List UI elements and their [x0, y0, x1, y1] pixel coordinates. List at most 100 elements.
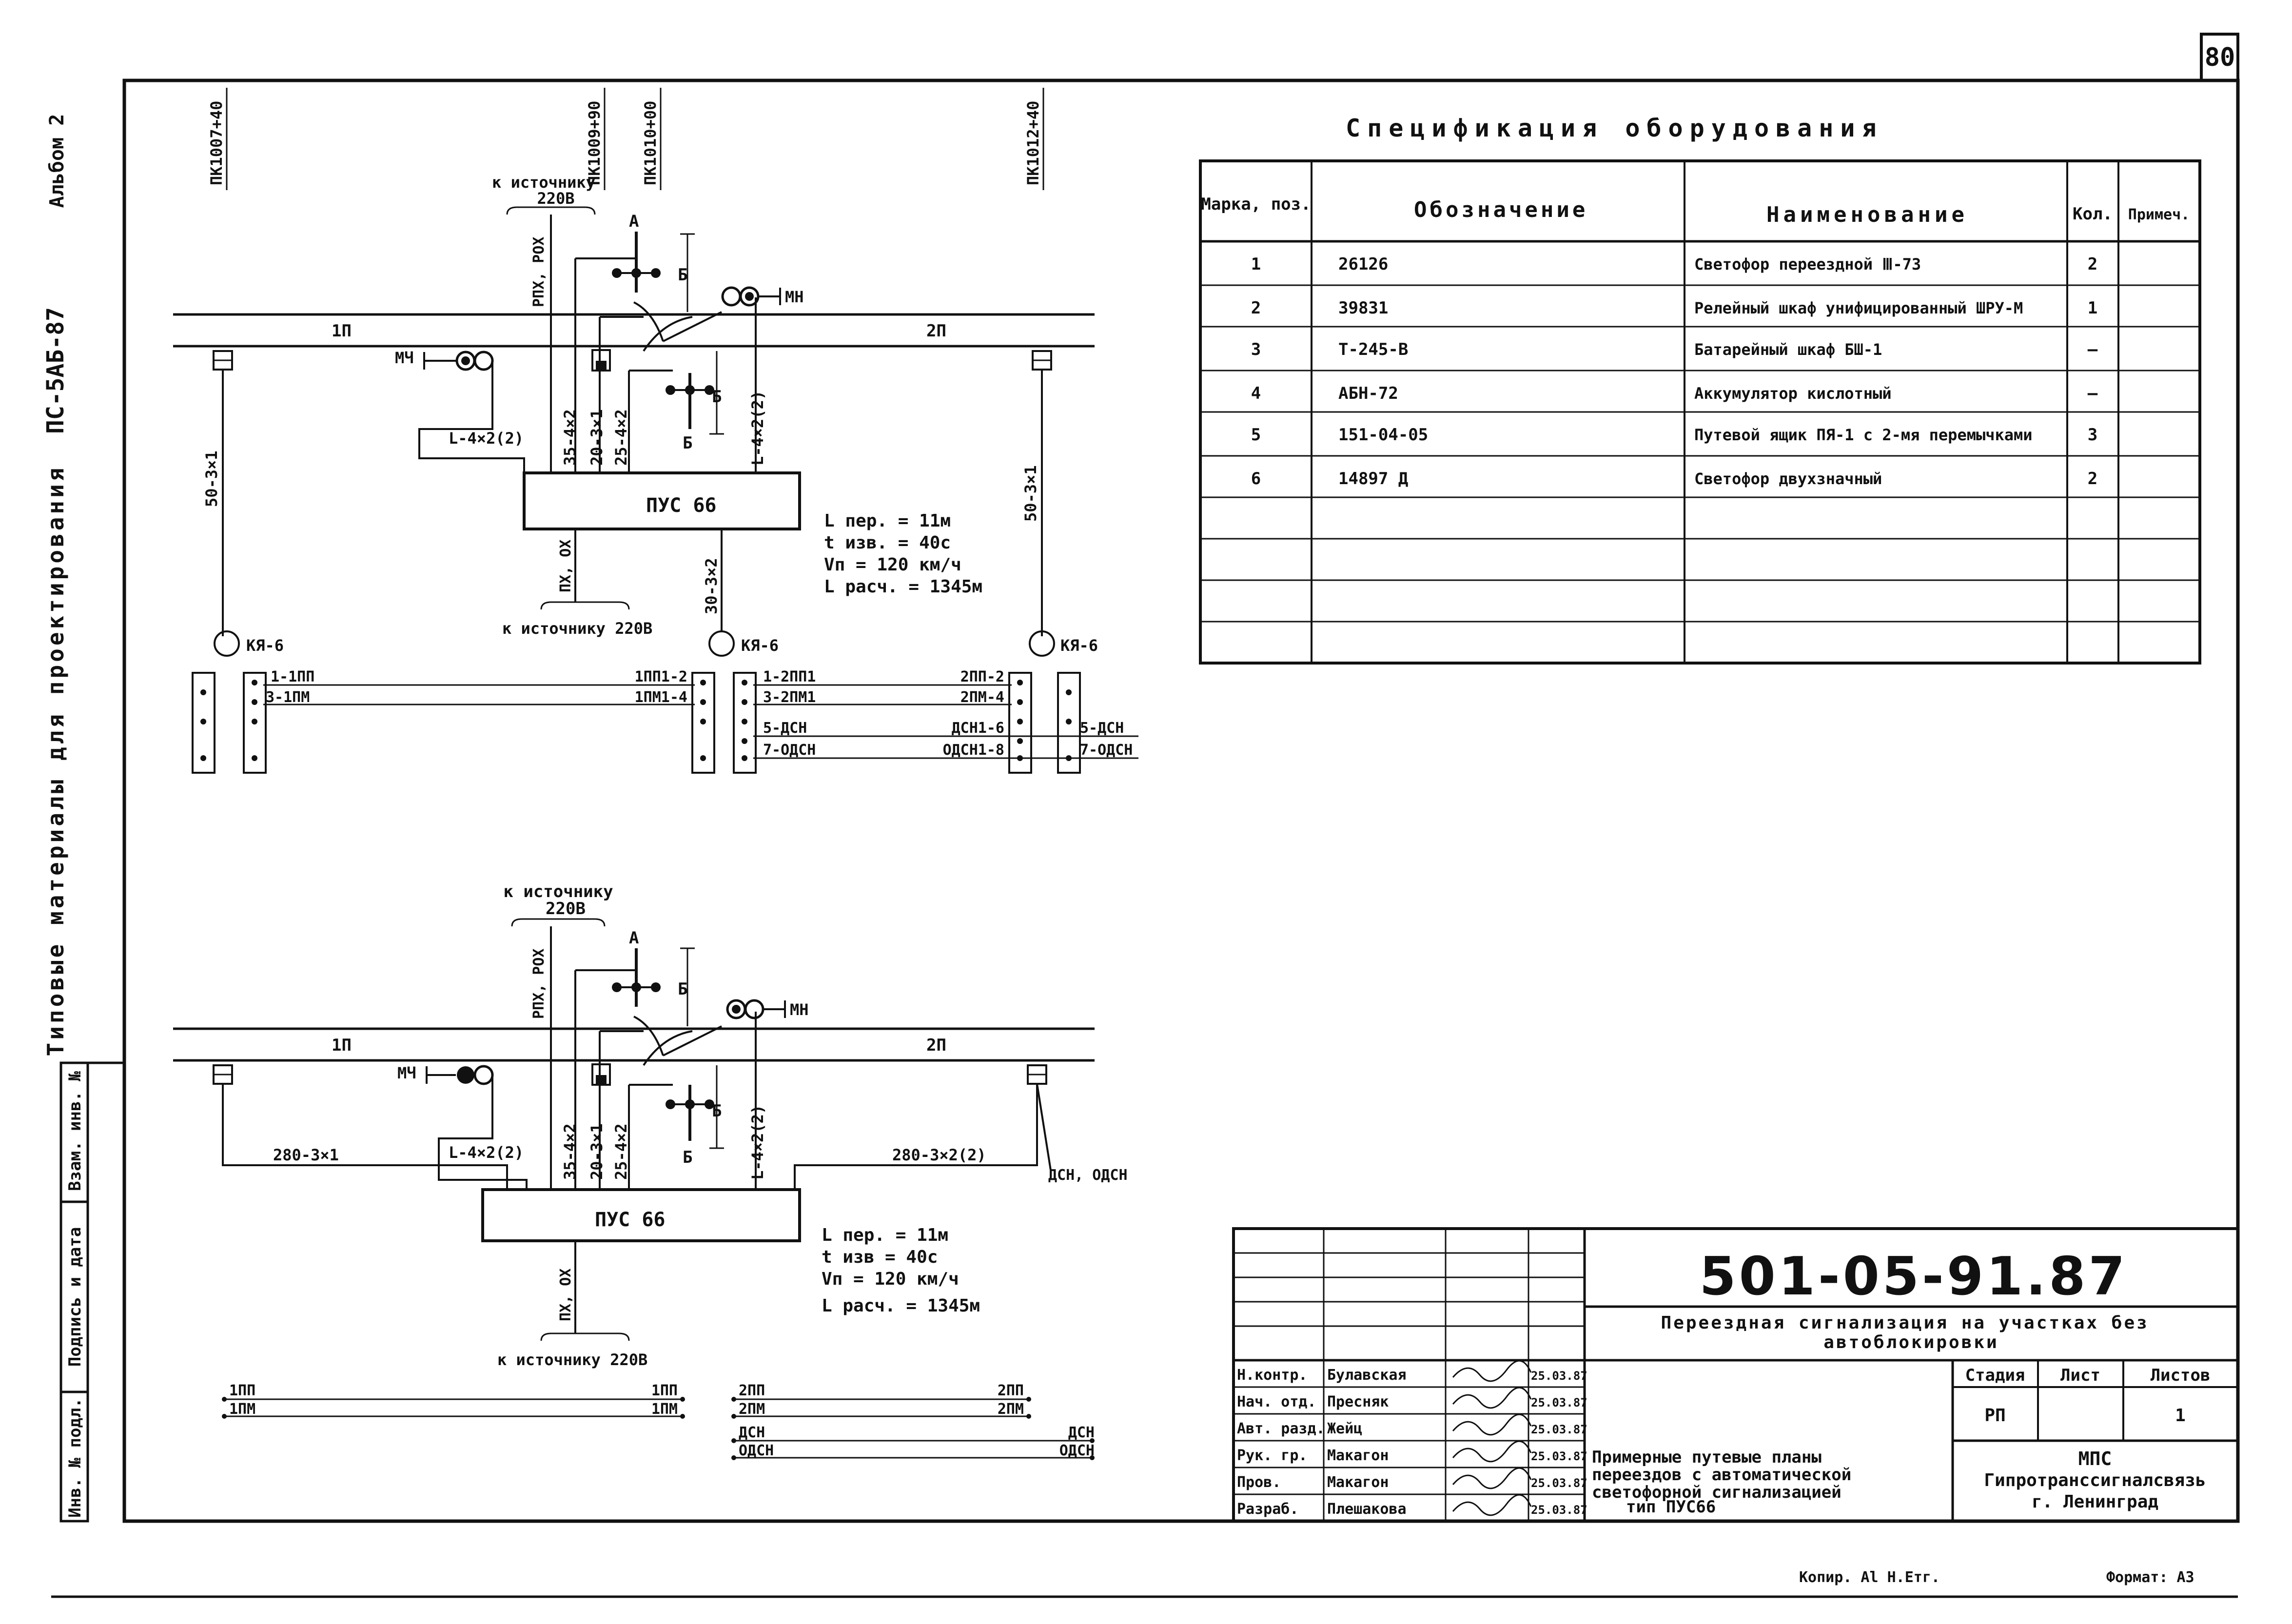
cable-pu-2: ПХ, ОХ [557, 1269, 574, 1321]
sign-date: 25.03.87 [1531, 1369, 1587, 1383]
picket-1009: ПК1009+90 [585, 101, 604, 185]
sign-name: Макагон [1327, 1474, 1389, 1491]
kya-left: КЯ-6 [246, 636, 284, 655]
sign-role: Разраб. [1237, 1501, 1298, 1518]
side-stamp-sign: Подпись и дата [65, 1227, 85, 1367]
cable-35-2: 35-4×2 [561, 1123, 579, 1180]
sign-name: Пресняк [1327, 1393, 1389, 1410]
signal-mch-label: МЧ [395, 349, 414, 367]
diagram-2: к источнику 220В 1П 2П 280-3×1 280-3×2(2… [173, 882, 1128, 1460]
cable-20-1: 20-3×1 [588, 409, 606, 466]
wire-l-0-right: 1ПП [651, 1382, 678, 1399]
org-1: МПС [2078, 1448, 2112, 1469]
side-title: Типовые материалы для проектирования [42, 465, 69, 1057]
sheets-label: Листов [2151, 1366, 2211, 1385]
source-top-voltage: 220В [537, 189, 574, 208]
spec-header-designation: Обозначение [1414, 197, 1588, 222]
term-l-0: 1-1ПП [271, 668, 314, 685]
cable-left-feed-2: L-4×2(2) [449, 1143, 524, 1162]
cable-25-1: 25-4×2 [612, 409, 630, 466]
picket-1010: ПК1010+00 [641, 101, 660, 185]
source-top-voltage-2: 220В [546, 899, 586, 919]
pus-label-2: ПУС 66 [595, 1209, 666, 1231]
pus-cabinet-2 [481, 1188, 801, 1242]
stage-label: Стадия [1965, 1366, 2025, 1385]
sheet-label: Лист [2060, 1366, 2100, 1385]
spec-name: Путевой ящик ПЯ-1 с 2-мя перемычками [1694, 426, 2033, 444]
source-bottom-label-2: к источнику 220В [497, 1350, 647, 1369]
signature-scribble [1452, 1494, 1532, 1516]
spec-header-note: Примеч. [2128, 206, 2190, 223]
source-top-label: к источнику [492, 173, 595, 192]
track-1p: 1П [332, 321, 352, 341]
cable-right-feed-2: L-4×2(2) [748, 1105, 767, 1180]
wire-l-1-right: 1ПМ [651, 1401, 678, 1418]
format-note: Формат: А3 [2106, 1569, 2194, 1586]
series-label: ПС-5АБ-87 [42, 307, 69, 434]
signature-scribble [1452, 1440, 1532, 1463]
signature-scribble [1452, 1413, 1532, 1436]
title-block [1232, 1227, 2239, 1523]
sign-role: Авт. разд. [1237, 1420, 1325, 1437]
sign-date: 25.03.87 [1531, 1423, 1587, 1436]
cable-right-horizontal-2: 280-3×2(2) [892, 1146, 986, 1164]
page-number: 80 [2205, 43, 2235, 72]
cable-rpu-2: РПХ, РОХ [530, 949, 548, 1019]
sheet-frame [51, 33, 2240, 1598]
barrier-b-label-1: Б [678, 265, 687, 285]
source-top-label-2: к источнику [503, 882, 613, 901]
copy-note: Копир. Al Н.Етг. [1799, 1569, 1940, 1586]
sign-role: Нач. отд. [1237, 1393, 1316, 1410]
sign-role: Пров. [1237, 1474, 1281, 1491]
signal-mch-label-2: МЧ [397, 1064, 416, 1082]
barrier-b-label-3: Б [683, 433, 692, 453]
spec-pos: 4 [1251, 384, 1261, 403]
cable-dsn-2: ДСН, ОДСН [1048, 1167, 1128, 1184]
side-titles: Альбом 2 ПС-5АБ-87 Типовые материалы для… [42, 114, 69, 1057]
wire-r-3-left: ОДСН [739, 1442, 774, 1459]
sheets-value: 1 [2175, 1406, 2186, 1426]
term-f-1: 7-ОДСН [1080, 742, 1133, 759]
spec-header-mark: Марка, поз. [1201, 195, 1311, 214]
term-ml-0: 1ПП1-2 [635, 668, 687, 685]
spec-qty: 3 [2088, 425, 2097, 445]
barrier-b-label-2b: Б [712, 1101, 722, 1121]
cable-pu-1: ПХ, ОХ [557, 540, 574, 592]
term-mr-3: 7-ОДСН [763, 742, 816, 759]
term-r-3: ОДСН1-8 [943, 742, 1004, 759]
param-1-2: Vп = 120 км/ч [824, 555, 961, 575]
term-r-2: ДСН1-6 [952, 720, 1004, 737]
sign-name: Макагон [1327, 1447, 1389, 1464]
term-f-0: 5-ДСН [1080, 720, 1124, 737]
term-r-0: 2ПП-2 [960, 668, 1004, 685]
spec-header-qty: Кол. [2073, 204, 2113, 224]
picket-1012: ПК1012+40 [1024, 101, 1042, 185]
sign-name: Булавская [1327, 1367, 1407, 1384]
spec-qty: 2 [2088, 254, 2097, 274]
drawing-title: Примерные путевые планы переездов с авто… [1592, 1448, 1861, 1517]
sign-date: 25.03.87 [1531, 1449, 1587, 1463]
param-2-0: L пер. = 11м [822, 1225, 948, 1245]
wire-r-2-left: ДСН [739, 1424, 765, 1441]
cable-30-1: 30-3×2 [702, 558, 721, 614]
spec-name: Светофор переездной Ⅲ-73 [1694, 255, 1921, 274]
term-l-1: 3-1ПМ [266, 689, 310, 706]
terminal-strips-1 [192, 672, 1138, 774]
sign-role: Н.контр. [1237, 1367, 1308, 1384]
signature-scribble [1452, 1360, 1532, 1382]
cable-left-vertical: 50-3×1 [202, 450, 221, 507]
album-label: Альбом 2 [46, 114, 68, 208]
sign-date: 25.03.87 [1531, 1476, 1587, 1490]
diagram-1: ПК1007+40 ПК1009+90 ПК1010+00 ПК1012+40 … [173, 88, 1138, 774]
param-1-1: t изв. = 40с [824, 533, 951, 553]
barrier-a-label-2: А [629, 928, 639, 948]
param-1-3: L расч. = 1345м [824, 577, 982, 597]
spec-header-name: Наименование [1766, 202, 1968, 227]
spec-qty: 2 [2088, 469, 2097, 489]
project-title-1: Переездная сигнализация на участках без … [1661, 1313, 2162, 1352]
spec-pos: 2 [1251, 298, 1261, 318]
side-stamp-inv: Инв. № подл. [65, 1398, 85, 1518]
spec-designation: 39831 [1338, 298, 1388, 318]
